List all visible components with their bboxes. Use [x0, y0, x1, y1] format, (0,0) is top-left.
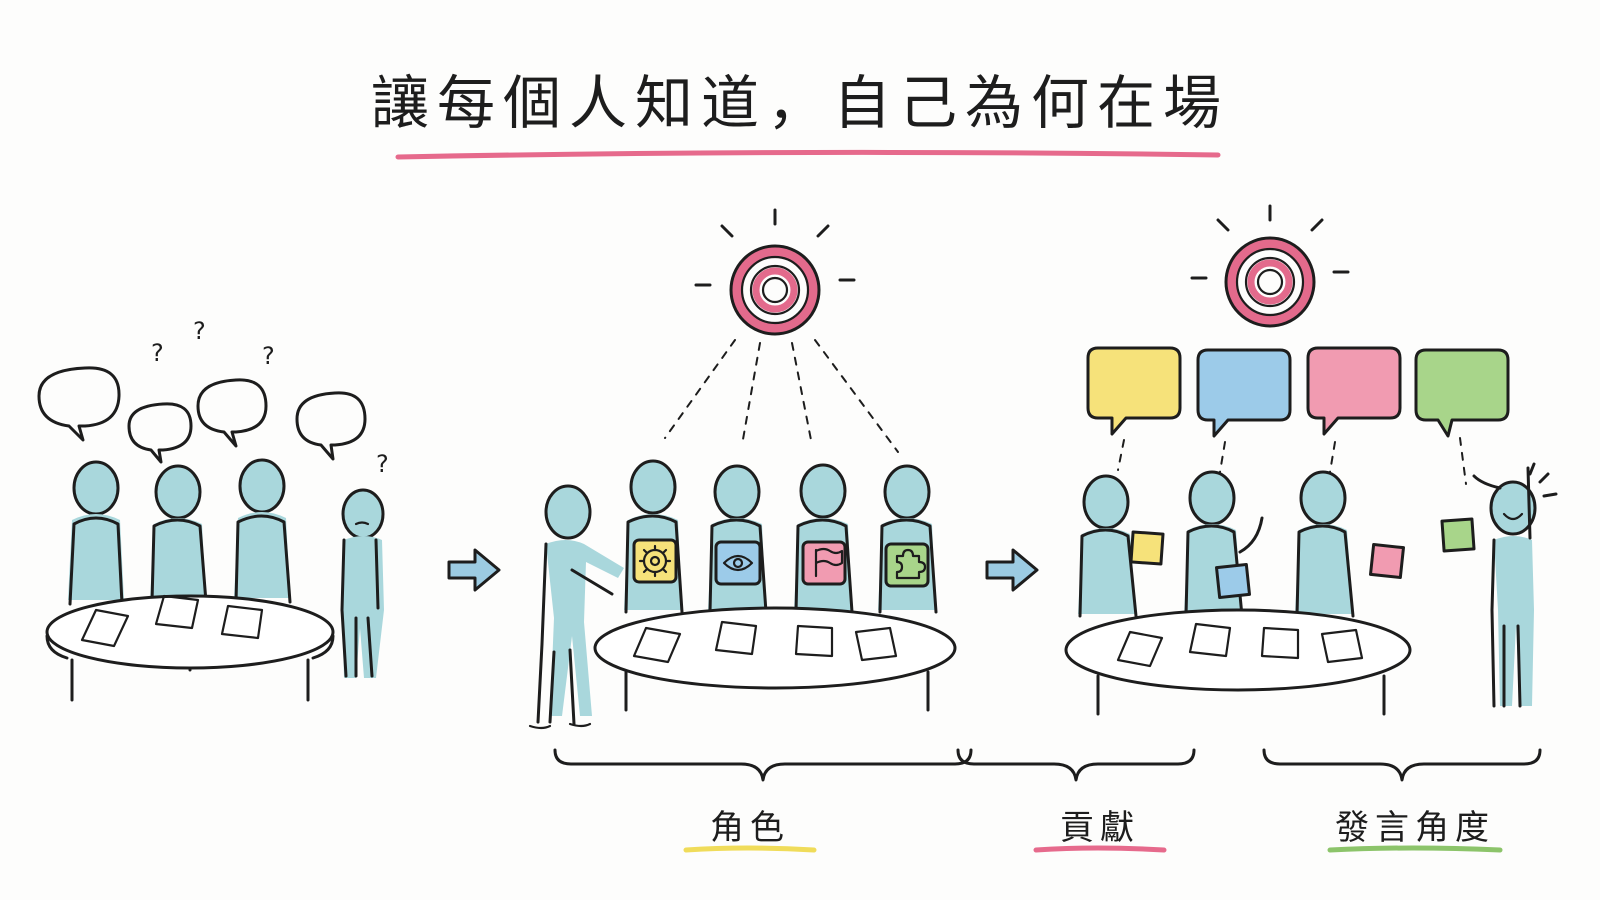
question-mark-icon: ? [193, 317, 206, 345]
table [593, 606, 957, 712]
person-role-gear [624, 459, 684, 614]
person [234, 458, 292, 604]
scene-roles [528, 208, 973, 782]
speech-bubble-icon [37, 366, 367, 464]
speech-bubble-icon [1414, 348, 1510, 438]
person [150, 464, 208, 604]
question-mark-icon: ? [376, 450, 389, 478]
person-speaker-smiling [1440, 462, 1558, 708]
contribution-underline [1033, 845, 1167, 853]
speech-bubble-icon [1086, 346, 1182, 436]
person-contributor [1295, 470, 1405, 618]
speech-bubble-icon [1196, 348, 1292, 438]
speech-bubble-icon [1306, 346, 1402, 436]
brace-perspective [1262, 748, 1542, 782]
puzzle-icon [895, 548, 927, 580]
title-underline [395, 149, 1221, 160]
person-facilitator [528, 484, 624, 730]
label-role: 角色 [710, 808, 790, 848]
person-contributor-raising-hand [1184, 470, 1264, 618]
target-icon [694, 208, 856, 336]
perspective-underline [1327, 845, 1503, 853]
person [68, 460, 124, 606]
question-mark-icon: ? [151, 339, 164, 367]
person-role-flag [794, 463, 854, 614]
brace-role [553, 748, 973, 782]
person-confused [340, 488, 385, 678]
eye-icon [722, 554, 754, 572]
person-role-eye [708, 464, 768, 614]
page-title: 讓每個人知道，自己為何在場 [370, 69, 1229, 137]
scene-contribution [956, 204, 1558, 782]
table [45, 594, 335, 702]
brace-contribution [956, 748, 1196, 782]
gear-icon [638, 544, 672, 578]
person-contributor [1078, 474, 1165, 618]
label-perspective: 發言角度 [1335, 808, 1495, 848]
flag-icon [814, 547, 844, 578]
target-icon [1190, 204, 1350, 328]
table [1064, 608, 1412, 716]
scene-confused-group: ? ? ? ? [37, 317, 389, 702]
arrow-right-icon [447, 548, 501, 592]
person-role-puzzle [878, 464, 938, 614]
question-mark-icon: ? [262, 342, 275, 370]
role-underline [683, 845, 817, 853]
arrow-right-icon [985, 548, 1039, 592]
label-contribution: 貢獻 [1060, 808, 1140, 848]
